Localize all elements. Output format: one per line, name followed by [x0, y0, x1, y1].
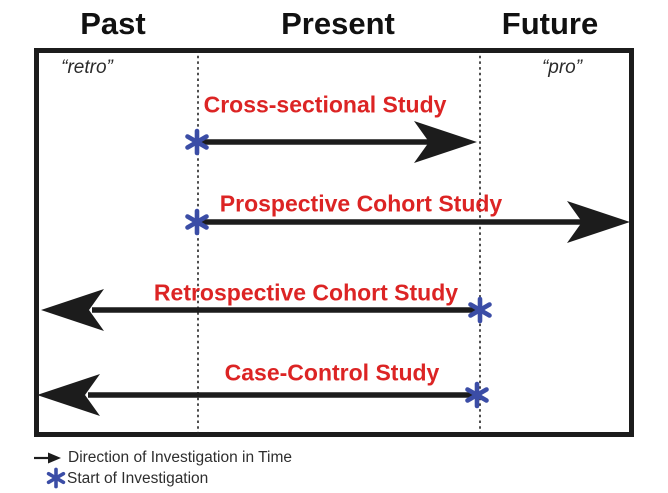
- legend-start-label: Start of Investigation: [67, 470, 209, 487]
- cross-sectional-arrow: [199, 121, 477, 163]
- prospective-cohort-arrow: [199, 201, 630, 243]
- timeline-box: [34, 48, 634, 437]
- case-control-study-label: Case-Control Study: [224, 359, 440, 386]
- legend-direction-arrow-icon: [34, 452, 61, 464]
- pro-annotation: “pro”: [541, 57, 583, 78]
- header-past: Past: [80, 6, 146, 41]
- header-future: Future: [501, 6, 599, 41]
- legend-asterisk-icon: [46, 467, 66, 489]
- legend-direction-label: Direction of Investigation in Time: [68, 449, 292, 466]
- retrospective-cohort-study-label: Retrospective Cohort Study: [153, 279, 459, 306]
- prospective-cohort-study-label: Prospective Cohort Study: [219, 190, 503, 217]
- case-control-arrow: [37, 374, 475, 416]
- retro-annotation: “retro”: [61, 57, 113, 78]
- cross-sectional-study-label: Cross-sectional Study: [203, 91, 447, 118]
- header-present: Present: [281, 6, 395, 41]
- retrospective-cohort-arrow: [41, 289, 478, 331]
